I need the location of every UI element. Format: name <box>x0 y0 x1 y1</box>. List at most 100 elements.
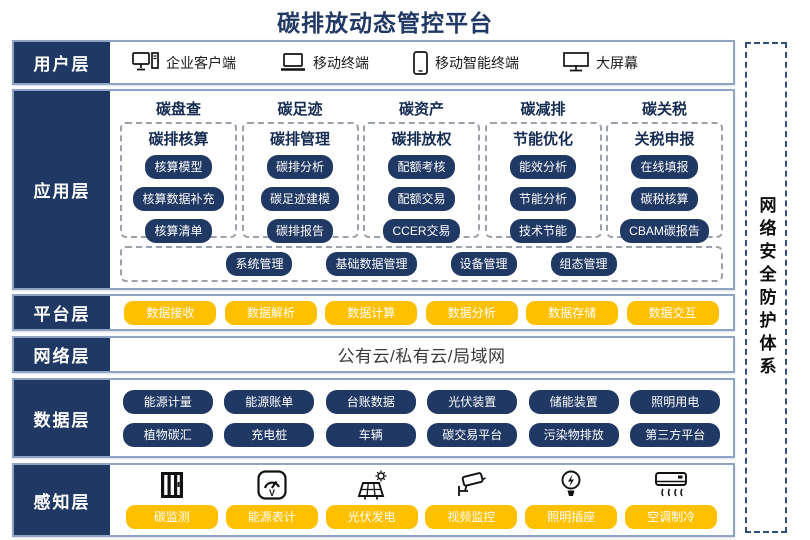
app-column-subheader: 碳排管理 <box>269 131 330 148</box>
data-source-pill: 第三方平台 <box>630 422 721 447</box>
app-column-carbon-footprint: 碳足迹 碳排管理 碳排分析 碳足迹建模 碳排报告 <box>241 97 359 243</box>
layer-data-content: 能源计量 能源账单 台账数据 光伏装置 储能装置 照明用电 植物碳汇 充电桩 车… <box>110 380 733 456</box>
svg-text:V: V <box>269 488 275 498</box>
energy-meter-icon: V <box>256 469 288 501</box>
cctv-camera-icon <box>454 471 488 501</box>
data-source-row: 能源计量 能源账单 台账数据 光伏装置 储能装置 照明用电 <box>122 389 721 414</box>
app-feature-pill: 核算清单 <box>145 219 212 243</box>
layer-platform-content: 数据接收 数据解析 数据计算 数据分析 数据存储 数据交互 <box>110 296 733 329</box>
app-column-header: 碳盘查 <box>155 101 201 118</box>
app-feature-pill: 技术节能 <box>509 219 576 243</box>
data-source-pill: 能源计量 <box>122 389 213 414</box>
app-common-management-box: 系统管理 基础数据管理 设备管理 组态管理 <box>120 246 723 282</box>
app-column-header: 碳减排 <box>520 101 566 118</box>
app-column-header: 碳关税 <box>641 101 687 118</box>
app-column-carbon-tariff: 碳关税 关税申报 在线填报 碳税核算 CBAM碳报告 <box>606 97 723 243</box>
app-feature-pill: 碳税核算 <box>631 187 698 211</box>
layer-perception-content: 碳监测 V 能源表计 光伏发电 视频监控 <box>110 465 733 535</box>
layer-perception-label: 感知层 <box>14 465 110 535</box>
sense-item-carbon-monitoring: 碳监测 <box>125 469 218 529</box>
app-common-pill: 系统管理 <box>226 252 293 276</box>
user-item-enterprise-client: 企业客户端 <box>132 52 236 73</box>
user-item-mobile-terminal: 移动终端 <box>280 53 369 73</box>
app-feature-pill: CBAM碳报告 <box>620 219 709 243</box>
app-column-box: 碳排核算 核算模型 核算数据补充 核算清单 <box>120 122 237 243</box>
network-cloud-text: 公有云/私有云/局域网 <box>337 347 506 366</box>
sense-item-label: 空调制冷 <box>625 505 718 529</box>
desktop-pc-icon <box>132 52 159 73</box>
air-conditioner-icon <box>654 471 688 501</box>
layer-perception: 感知层 碳监测 V 能源表计 光伏发电 <box>12 463 735 537</box>
sense-item-label: 碳监测 <box>125 505 218 529</box>
carbon-monitor-icon <box>157 469 187 501</box>
data-source-pill: 能源账单 <box>224 389 315 414</box>
platform-pill: 数据分析 <box>425 300 518 325</box>
app-column-subheader: 碳排核算 <box>148 131 209 148</box>
layer-network: 网络层 公有云/私有云/局域网 <box>12 336 735 373</box>
app-feature-pill: 节能分析 <box>509 187 576 211</box>
app-column-carbon-asset: 碳资产 碳排放权 配额考核 配额交易 CCER交易 <box>363 97 480 243</box>
laptop-icon <box>280 53 306 72</box>
app-column-subheader: 碳排放权 <box>391 131 452 148</box>
layer-network-label: 网络层 <box>14 338 110 371</box>
user-item-label: 大屏幕 <box>596 54 638 71</box>
solar-panel-icon <box>355 469 389 501</box>
app-column-subheader: 节能优化 <box>512 131 573 148</box>
user-item-big-screen: 大屏幕 <box>563 52 638 73</box>
data-source-pill: 充电桩 <box>224 422 315 447</box>
app-feature-pill: 核算模型 <box>145 155 212 179</box>
app-column-box: 碳排管理 碳排分析 碳足迹建模 碳排报告 <box>241 122 359 243</box>
app-common-pill: 组态管理 <box>550 252 617 276</box>
app-feature-pill: 核算数据补充 <box>133 187 224 211</box>
data-source-pill: 碳交易平台 <box>427 422 518 447</box>
user-item-label: 移动终端 <box>313 54 369 71</box>
app-column-header: 碳足迹 <box>277 101 323 118</box>
app-column-subheader: 关税申报 <box>634 131 695 148</box>
app-common-pill: 设备管理 <box>450 252 517 276</box>
app-feature-pill: CCER交易 <box>383 219 460 243</box>
app-feature-pill: 碳足迹建模 <box>260 187 339 211</box>
sense-item-label: 照明插座 <box>525 505 618 529</box>
platform-pill: 数据接收 <box>124 300 217 325</box>
layer-user-label: 用户层 <box>14 42 110 83</box>
layer-platform: 平台层 数据接收 数据解析 数据计算 数据分析 数据存储 数据交互 <box>12 294 735 331</box>
security-system-box: 网络安全防护体系 <box>745 42 787 533</box>
data-source-pill: 光伏装置 <box>427 389 518 414</box>
platform-pill: 数据交互 <box>626 300 719 325</box>
app-column-box: 节能优化 能效分析 节能分析 技术节能 <box>484 122 602 243</box>
data-source-pill: 污染物排放 <box>528 422 619 447</box>
data-source-pill: 车辆 <box>325 422 416 447</box>
data-source-pill: 台账数据 <box>325 389 416 414</box>
application-columns: 碳盘查 碳排核算 核算模型 核算数据补充 核算清单 碳足迹 碳排管理 碳排分析 … <box>120 97 723 243</box>
sense-item-label: 光伏发电 <box>325 505 418 529</box>
sense-item-solar-power: 光伏发电 <box>325 469 418 529</box>
app-feature-pill: 碳排分析 <box>266 155 333 179</box>
data-source-pill: 储能装置 <box>528 389 619 414</box>
layer-platform-label: 平台层 <box>14 296 110 329</box>
app-feature-pill: 碳排报告 <box>266 219 333 243</box>
layer-network-content: 公有云/私有云/局域网 <box>110 338 733 371</box>
app-feature-pill: 能效分析 <box>509 155 576 179</box>
app-column-box: 碳排放权 配额考核 配额交易 CCER交易 <box>363 122 480 243</box>
platform-pill: 数据计算 <box>325 300 418 325</box>
user-item-smart-terminal: 移动智能终端 <box>413 50 519 75</box>
layer-application-label: 应用层 <box>14 91 110 288</box>
data-source-pill: 植物碳汇 <box>122 422 213 447</box>
platform-pill: 数据存储 <box>526 300 619 325</box>
layer-application-content: 碳盘查 碳排核算 核算模型 核算数据补充 核算清单 碳足迹 碳排管理 碳排分析 … <box>110 91 733 288</box>
app-column-header: 碳资产 <box>398 101 444 118</box>
layer-user-content: 企业客户端 移动终端 移动智能终端 大屏幕 <box>110 42 733 83</box>
security-system-label: 网络安全防护体系 <box>756 195 776 380</box>
app-column-box: 关税申报 在线填报 碳税核算 CBAM碳报告 <box>606 122 723 243</box>
app-feature-pill: 在线填报 <box>631 155 698 179</box>
sense-item-air-conditioning: 空调制冷 <box>625 469 718 529</box>
user-item-label: 移动智能终端 <box>435 54 519 71</box>
light-bulb-icon <box>559 469 583 501</box>
app-column-carbon-reduction: 碳减排 节能优化 能效分析 节能分析 技术节能 <box>484 97 602 243</box>
layer-data-label: 数据层 <box>14 380 110 456</box>
smartphone-icon <box>413 50 428 75</box>
page-title: 碳排放动态管控平台 <box>277 10 493 36</box>
layer-data: 数据层 能源计量 能源账单 台账数据 光伏装置 储能装置 照明用电 植物碳汇 充… <box>12 378 735 458</box>
platform-pill: 数据解析 <box>224 300 317 325</box>
